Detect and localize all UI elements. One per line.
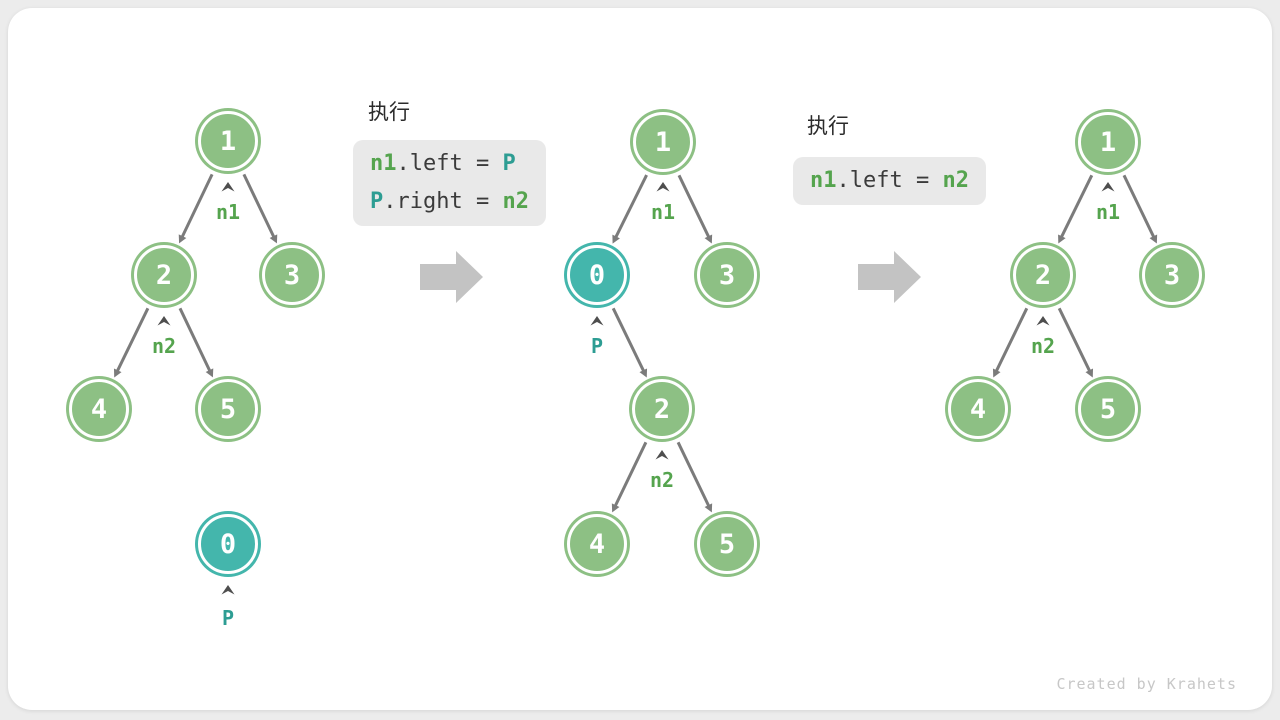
code-token: P — [502, 151, 516, 176]
pointer-label-n2: n2 — [649, 468, 675, 492]
code-token: .left = — [396, 151, 503, 176]
step1-title: 执行 — [368, 100, 410, 124]
caret-up-icon — [221, 585, 235, 595]
tree1-node-1: 1 — [198, 111, 258, 171]
node-value: 1 — [219, 125, 237, 157]
node-value: 5 — [718, 528, 736, 560]
node-value: 1 — [1099, 126, 1117, 158]
edge-arrow — [612, 174, 648, 244]
node-value: 3 — [1163, 259, 1181, 291]
code-token: n2 — [502, 189, 529, 214]
caret-up-icon — [656, 182, 670, 192]
edge-arrow — [611, 441, 648, 513]
caret-up-icon — [590, 316, 604, 326]
tree1-node-0: 0 — [198, 514, 258, 574]
edge-arrow — [178, 307, 214, 378]
edge-arrow — [178, 173, 214, 244]
node-value: 3 — [283, 259, 301, 291]
code-line: n1.left = P — [370, 145, 529, 183]
edge-arrow — [242, 173, 278, 244]
tree3-node-5: 5 — [1078, 379, 1138, 439]
edge-arrow — [676, 441, 713, 513]
node-value: 4 — [969, 393, 987, 425]
tree2-node-2: 2 — [632, 379, 692, 439]
watermark-credit: Created by Krahets — [1056, 675, 1237, 693]
edge-arrow — [1058, 174, 1094, 244]
pointer-label-n2: n2 — [1030, 334, 1056, 358]
code-token: .right = — [383, 189, 503, 214]
pointer-label-n1: n1 — [215, 200, 241, 224]
node-value: 3 — [718, 259, 736, 291]
pointer-label-p: P — [590, 334, 604, 358]
tree3-edges — [992, 174, 1158, 378]
edge-arrow — [992, 307, 1029, 378]
node-value: 2 — [1034, 259, 1052, 291]
tree2-node-3: 3 — [697, 245, 757, 305]
code-token: n2 — [942, 168, 969, 193]
tree1-edges — [113, 173, 278, 378]
tree3-node-4: 4 — [948, 379, 1008, 439]
pointer-label-n1: n1 — [1095, 200, 1121, 224]
code-token: .left = — [836, 168, 943, 193]
tree1-node-4: 4 — [69, 379, 129, 439]
node-value: 1 — [654, 126, 672, 158]
node-value: 5 — [219, 393, 237, 425]
step1-code-box: n1.left = P P.right = n2 — [353, 140, 546, 226]
node-value: 0 — [588, 259, 606, 291]
step-arrow-icon — [420, 251, 483, 303]
edge-arrow — [1057, 307, 1094, 378]
tree3-node-3: 3 — [1142, 245, 1202, 305]
tree2-node-1: 1 — [633, 112, 693, 172]
edge-arrow — [677, 174, 713, 244]
code-line: P.right = n2 — [370, 183, 529, 221]
node-value: 4 — [588, 528, 606, 560]
code-token: n1 — [810, 168, 837, 193]
step2-code-box: n1.left = n2 — [793, 157, 986, 205]
pointer-label-n1: n1 — [650, 200, 676, 224]
tree2-edges — [611, 174, 713, 513]
node-value: 5 — [1099, 393, 1117, 425]
node-value: 2 — [653, 393, 671, 425]
caret-up-icon — [1101, 182, 1115, 192]
caret-up-icon — [655, 450, 669, 460]
pointer-carets — [157, 182, 1115, 595]
caret-up-icon — [1036, 316, 1050, 326]
edge-arrow — [611, 307, 648, 378]
edge-arrow — [1122, 174, 1158, 244]
pointer-label-p: P — [221, 606, 235, 630]
code-line: n1.left = n2 — [810, 162, 969, 200]
tree2-node-4: 4 — [567, 514, 627, 574]
step2-title: 执行 — [807, 114, 849, 138]
tree1-node-3: 3 — [262, 245, 322, 305]
edge-arrow — [113, 307, 150, 378]
code-token: n1 — [370, 151, 397, 176]
tree1-node-5: 5 — [198, 379, 258, 439]
caret-up-icon — [221, 182, 235, 192]
tree3-node-1: 1 — [1078, 112, 1138, 172]
node-value: 4 — [90, 393, 108, 425]
caret-up-icon — [157, 316, 171, 326]
tree2-node-0: 0 — [567, 245, 627, 305]
tree1-node-2: 2 — [134, 245, 194, 305]
tree3-node-2: 2 — [1013, 245, 1073, 305]
node-value: 0 — [219, 528, 237, 560]
tree2-node-5: 5 — [697, 514, 757, 574]
step-arrow-icon — [858, 251, 921, 303]
pointer-label-n2: n2 — [151, 334, 177, 358]
node-value: 2 — [155, 259, 173, 291]
code-token: P — [370, 189, 384, 214]
